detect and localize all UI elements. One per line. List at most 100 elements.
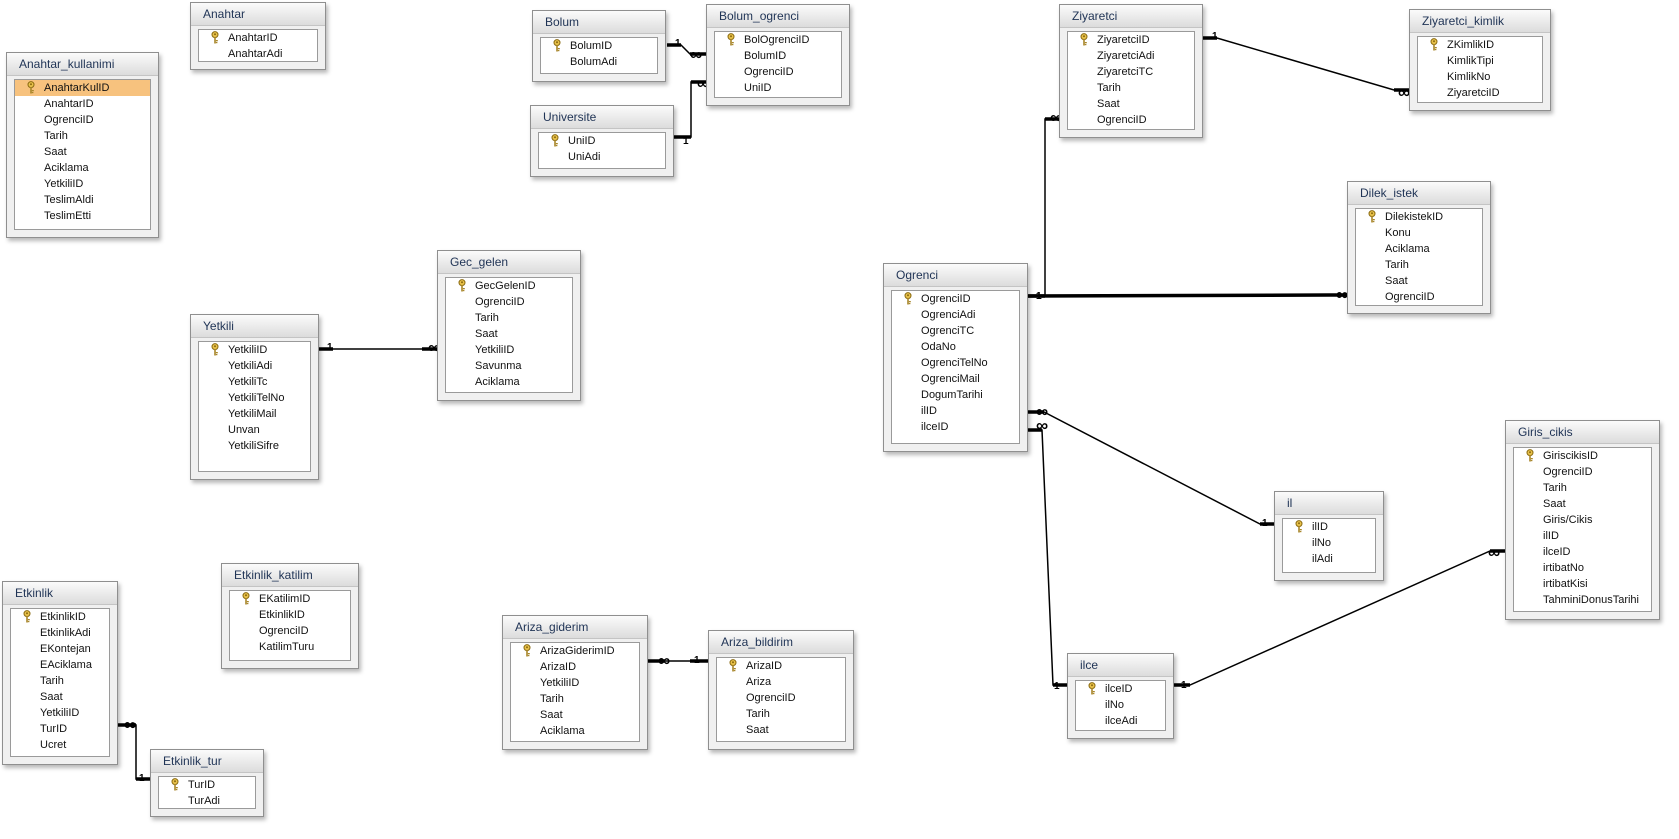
table-field[interactable]: EKontejan	[11, 641, 109, 657]
table-field[interactable]: OgrenciID	[446, 294, 572, 310]
table-title[interactable]: Ariza_bildirim	[709, 631, 853, 654]
table-field[interactable]: YetkiliID	[511, 675, 639, 691]
relation-yetkili-gec-gelen[interactable]: 1∞	[319, 338, 440, 357]
table-field[interactable]: UniID	[715, 80, 841, 96]
relation-ilce-ogrenci[interactable]: 1∞	[1028, 416, 1067, 692]
table-field[interactable]: ilceID	[1514, 544, 1651, 560]
table-title[interactable]: Anahtar_kullanimi	[7, 53, 158, 76]
table-field[interactable]: YetkiliID	[11, 705, 109, 721]
table-field[interactable]: ilNo	[1076, 697, 1165, 713]
table-title[interactable]: il	[1275, 492, 1383, 515]
table-field[interactable]: OgrenciID	[717, 690, 845, 706]
table-field[interactable]: TeslimAldi	[15, 192, 150, 208]
table-field[interactable]: YetkiliMail	[199, 406, 310, 422]
table-field[interactable]: YetkiliAdi	[199, 358, 310, 374]
primary-key-field[interactable]: OgrenciID	[892, 291, 1019, 307]
table-field[interactable]: YetkiliID	[446, 342, 572, 358]
table-field[interactable]: OgrenciTelNo	[892, 355, 1019, 371]
table-title[interactable]: Giris_cikis	[1506, 421, 1659, 444]
table-field[interactable]: Tarih	[446, 310, 572, 326]
table-field[interactable]: YetkiliSifre	[199, 438, 310, 454]
table-field[interactable]: ilceID	[892, 419, 1019, 435]
table-field[interactable]: EAciklama	[11, 657, 109, 673]
table-field[interactable]: Konu	[1356, 225, 1482, 241]
table-field[interactable]: Aciklama	[15, 160, 150, 176]
table-title[interactable]: Universite	[531, 106, 673, 129]
relation-universite-bolum-ogrenci[interactable]: 1∞	[674, 74, 709, 147]
table-field[interactable]: Aciklama	[511, 723, 639, 739]
table-field[interactable]: TurID	[11, 721, 109, 737]
table-field[interactable]: BolumAdi	[541, 54, 657, 70]
table-field[interactable]: EtkinlikAdi	[11, 625, 109, 641]
primary-key-field[interactable]: YetkiliID	[199, 342, 310, 358]
relation-etkinlik-tur-etkinlik[interactable]: 1∞	[118, 715, 150, 784]
table-field[interactable]: Ariza	[717, 674, 845, 690]
table-title[interactable]: Dilek_istek	[1348, 182, 1490, 205]
table-field[interactable]: AnahtarAdi	[199, 46, 317, 61]
table-field[interactable]: YetkiliTc	[199, 374, 310, 390]
table-title[interactable]: Ziyaretci	[1060, 5, 1202, 28]
primary-key-field[interactable]: DilekistekID	[1356, 209, 1482, 225]
table-field[interactable]: YetkiliTelNo	[199, 390, 310, 406]
table-field[interactable]: AnahtarID	[15, 96, 150, 112]
relation-ogrenci-ziyaretci[interactable]: 1∞	[1028, 108, 1062, 302]
relation-ziyaretci-ziyaretci-kimlik[interactable]: 1∞	[1203, 31, 1410, 102]
relation-ariza-bildirim-ariza-giderim[interactable]: 1∞	[648, 651, 708, 670]
relation-bolum-bolum-ogrenci[interactable]: 1∞	[667, 38, 706, 64]
primary-key-field[interactable]: ArizaGiderimID	[511, 643, 639, 659]
table-title[interactable]: Anahtar	[191, 3, 325, 26]
table-field[interactable]: ilNo	[1283, 535, 1375, 551]
table-field[interactable]: OgrenciID	[1356, 289, 1482, 305]
primary-key-field[interactable]: EtkinlikID	[11, 609, 109, 625]
table-field[interactable]: Ucret	[11, 737, 109, 753]
table-title[interactable]: Etkinlik_katilim	[222, 564, 358, 587]
table-field[interactable]: irtibatKisi	[1514, 576, 1651, 592]
primary-key-field[interactable]: ilID	[1283, 519, 1375, 535]
table-field[interactable]: ZiyaretciAdi	[1068, 48, 1194, 64]
primary-key-field[interactable]: ZKimlikID	[1418, 37, 1542, 53]
table-field[interactable]: TahminiDonusTarihi	[1514, 592, 1651, 608]
table-title[interactable]: Etkinlik_tur	[151, 750, 263, 773]
table-field[interactable]: Giris/Cikis	[1514, 512, 1651, 528]
primary-key-field[interactable]: UniID	[539, 133, 665, 149]
table-field[interactable]: Saat	[1356, 273, 1482, 289]
primary-key-field[interactable]: EKatilimID	[230, 591, 350, 607]
table-title[interactable]: Bolum_ogrenci	[707, 5, 849, 28]
relation-ilce-giris-cikis[interactable]: 1∞	[1174, 543, 1505, 691]
primary-key-field[interactable]: TurID	[159, 777, 255, 793]
table-title[interactable]: Ziyaretci_kimlik	[1410, 10, 1550, 33]
primary-key-field[interactable]: GecGelenID	[446, 278, 572, 294]
relation-ogrenci-dilek-istek[interactable]: 1∞	[1027, 285, 1348, 304]
table-field[interactable]: Saat	[511, 707, 639, 723]
table-field[interactable]: Saat	[1514, 496, 1651, 512]
table-field[interactable]: YetkiliID	[15, 176, 150, 192]
table-field[interactable]: ZiyaretciTC	[1068, 64, 1194, 80]
table-field[interactable]: OdaNo	[892, 339, 1019, 355]
primary-key-field[interactable]: ilceID	[1076, 681, 1165, 697]
table-field[interactable]: OgrenciID	[715, 64, 841, 80]
table-field[interactable]: OgrenciID	[15, 112, 150, 128]
table-field[interactable]: Tarih	[1514, 480, 1651, 496]
table-field[interactable]: Tarih	[1068, 80, 1194, 96]
table-field[interactable]: OgrenciID	[1068, 112, 1194, 128]
primary-key-field[interactable]: AnahtarID	[199, 30, 317, 46]
table-field[interactable]: TeslimEtti	[15, 208, 150, 224]
table-title[interactable]: Ariza_giderim	[503, 616, 647, 639]
table-field[interactable]: TurAdi	[159, 793, 255, 808]
primary-key-field[interactable]: BolOgrenciID	[715, 32, 841, 48]
table-field[interactable]: OgrenciID	[1514, 464, 1651, 480]
